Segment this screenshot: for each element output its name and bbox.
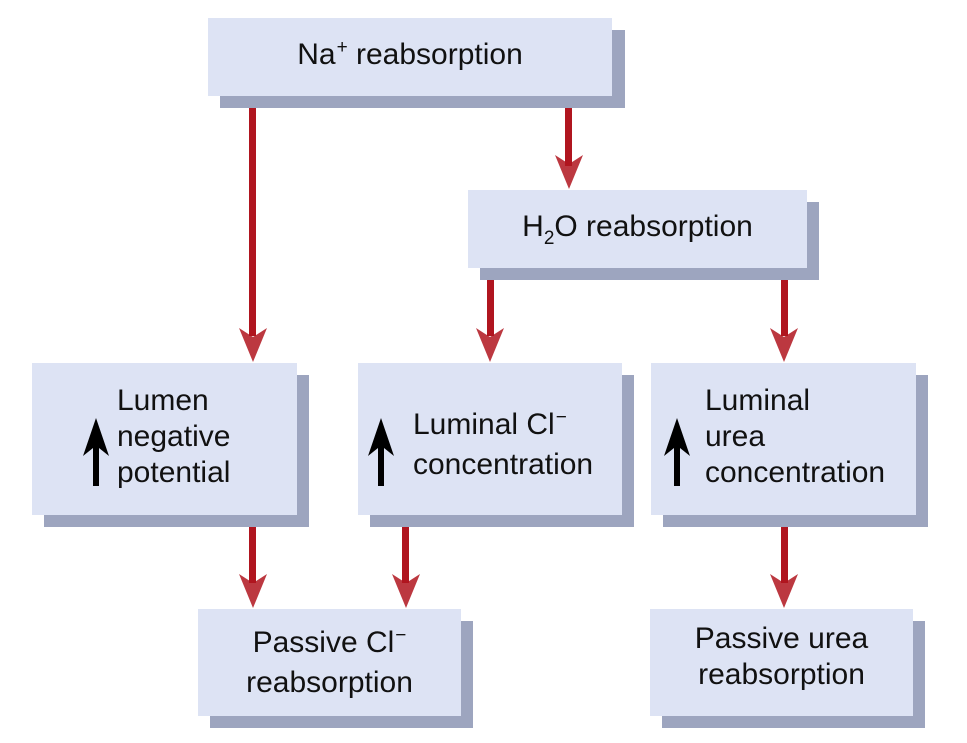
label-text: O reabsorption: [554, 210, 753, 243]
node-label: Passive urea reabsorption: [695, 621, 868, 693]
label-text: Na: [297, 38, 336, 71]
arrow-lumen-to-passive-cl: [239, 515, 267, 608]
label-line: reabsorption: [698, 657, 865, 691]
label-line: Lumen: [117, 384, 209, 417]
increase-arrow-icon: [368, 418, 394, 486]
label-line: urea: [705, 420, 766, 453]
label-text: H: [522, 210, 544, 243]
node-label: Luminal urea concentration: [705, 383, 885, 491]
label-line: Passive Cl−: [246, 625, 413, 665]
label-line: concentration: [413, 448, 594, 481]
box: Luminal urea concentration: [651, 363, 916, 515]
arrow-h2o-to-cl: [476, 268, 504, 362]
label-text: Passive Cl: [252, 625, 395, 659]
superscript: −: [555, 407, 567, 428]
label-line: potential: [117, 456, 231, 489]
box: Passive Cl− reabsorption: [198, 609, 461, 716]
label-text: Luminal Cl: [413, 408, 555, 441]
arrow-na-to-h2o: [555, 96, 583, 189]
label-text: reabsorption: [347, 38, 523, 71]
subscript: 2: [543, 228, 555, 249]
superscript: −: [395, 624, 407, 646]
node-label: Passive Cl− reabsorption: [246, 625, 413, 701]
box: Luminal Cl− concentration: [358, 363, 622, 515]
node-label: Luminal Cl− concentration: [413, 407, 593, 483]
arrow-cl-to-passive-cl: [392, 515, 420, 608]
arrow-urea-to-passive-urea: [770, 515, 798, 608]
increase-arrow-icon: [83, 418, 109, 486]
node-label: Lumen negative potential: [117, 383, 230, 491]
label-line: Passive urea: [694, 621, 869, 655]
superscript: +: [336, 37, 348, 58]
label-line: concentration: [705, 456, 886, 489]
box: Passive urea reabsorption: [650, 609, 913, 716]
box: H2O reabsorption: [468, 190, 807, 268]
label-line: reabsorption: [246, 665, 413, 699]
label-line: Luminal Cl−: [413, 407, 593, 447]
label-line: negative: [117, 420, 231, 453]
box: Lumen negative potential: [32, 363, 297, 515]
label-line: Luminal: [705, 384, 811, 417]
node-label: H2O reabsorption: [522, 209, 753, 249]
arrow-h2o-to-urea: [770, 268, 798, 362]
arrow-na-to-lumen: [239, 96, 267, 362]
increase-arrow-icon: [664, 418, 690, 486]
box: Na+ reabsorption: [208, 18, 612, 96]
node-label: Na+ reabsorption: [297, 37, 523, 77]
